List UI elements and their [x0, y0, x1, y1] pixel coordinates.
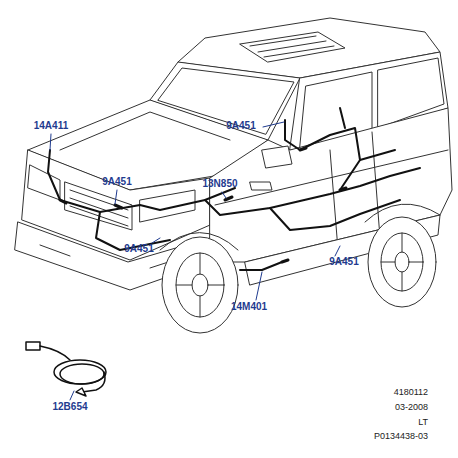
callout-number: 13N850: [202, 179, 237, 189]
callout-number: 9A451: [124, 244, 153, 254]
callout-number: 9A451: [102, 177, 131, 187]
callout-number: 9A451: [329, 257, 358, 267]
reference-note: LT: [418, 418, 428, 427]
callout-number: 12B654: [52, 402, 87, 412]
reference-note: P0134438-03: [374, 432, 428, 441]
callout-number: 9A451: [226, 121, 255, 131]
reference-note: 03-2008: [395, 403, 428, 412]
callout-number: 14A411: [34, 121, 68, 131]
reference-note: 4180112: [394, 388, 428, 397]
callout-number: 14M401: [231, 302, 267, 312]
